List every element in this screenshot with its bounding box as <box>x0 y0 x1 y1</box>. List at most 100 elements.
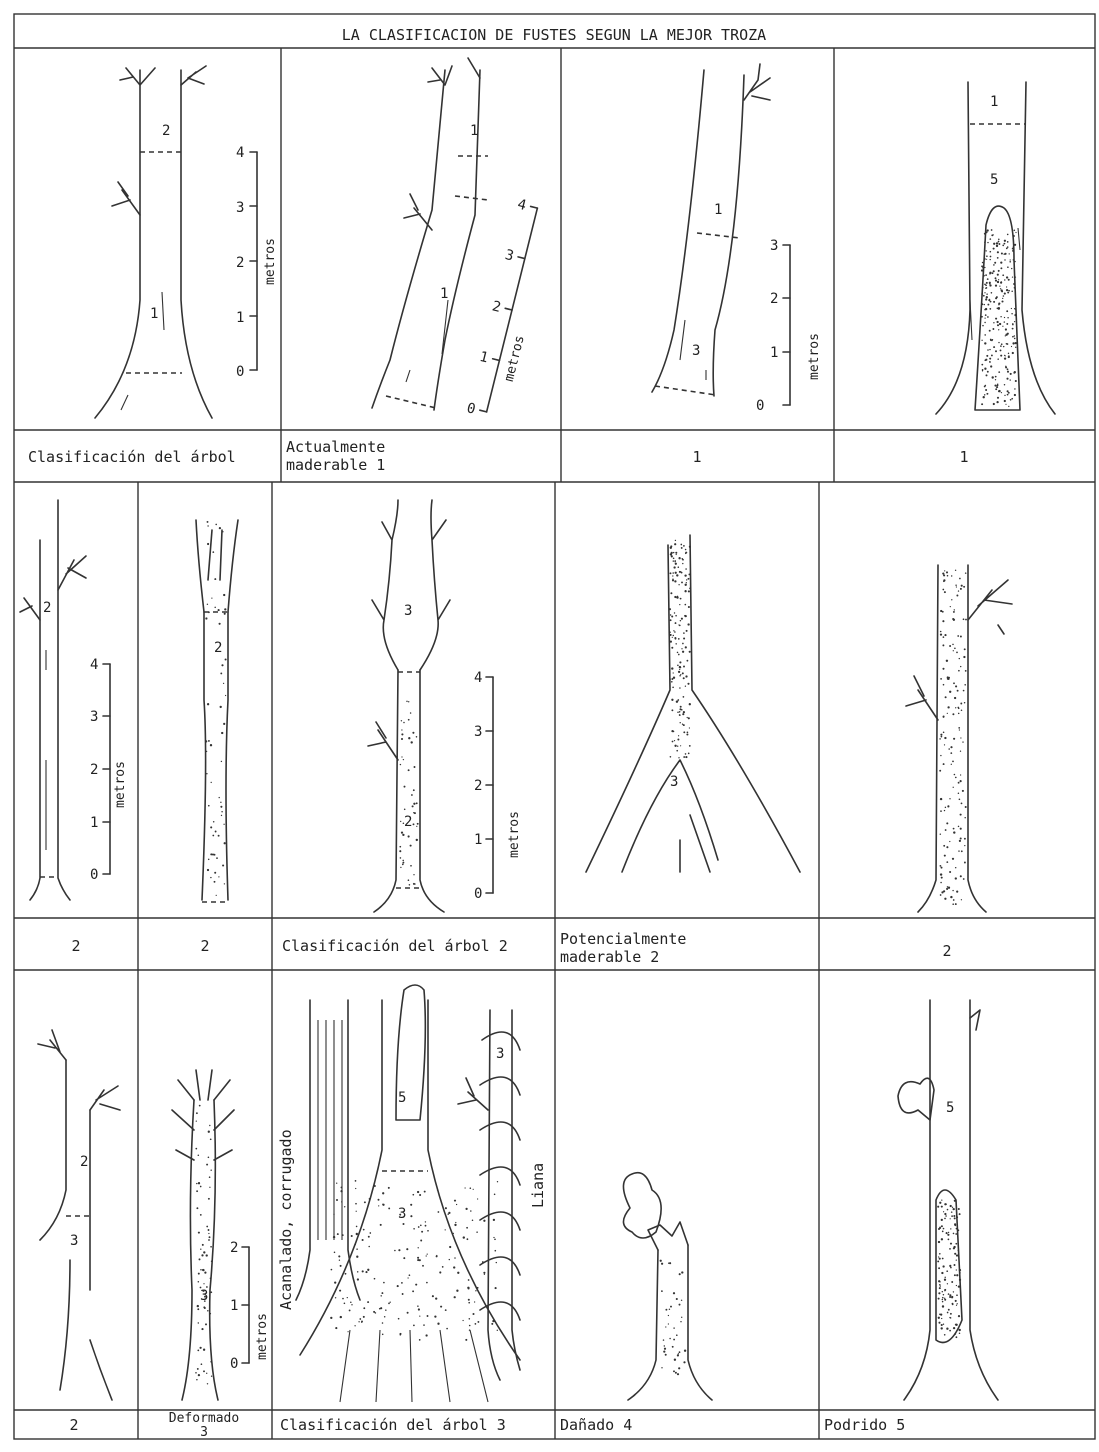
grade-mark: 5 <box>946 1100 954 1116</box>
liana-annotation: Liana <box>529 1163 547 1208</box>
scale-tick: 2 <box>490 298 502 316</box>
scale-bar-4: 4 3 2 1 0 metros <box>90 657 128 883</box>
row1-label-4: 1 <box>959 448 968 466</box>
scale-tick: 1 <box>474 832 482 848</box>
grade-mark: 3 <box>404 603 412 619</box>
scale-tick: 0 <box>236 364 244 380</box>
grade-mark: 3 <box>692 343 700 359</box>
grade-mark: 2 <box>214 640 222 656</box>
row2-label-5: 2 <box>942 942 951 960</box>
bark-stipple <box>669 540 691 759</box>
scale-tick: 3 <box>90 709 98 725</box>
scale-tick: 0 <box>465 400 477 418</box>
tree-3-2: 3 <box>172 1070 234 1400</box>
scale-tick: 4 <box>474 670 482 686</box>
scale-tick: 1 <box>236 310 244 326</box>
tree-2-5 <box>906 565 1012 912</box>
scale-tick: 4 <box>90 657 98 673</box>
fluted-annotation: Acanalado, corrugado <box>277 1129 295 1310</box>
scale-tick: 3 <box>236 200 244 216</box>
tree-3-5: 5 <box>898 1000 998 1400</box>
grade-mark: 3 <box>670 774 678 790</box>
tree-2-1: 2 <box>20 500 86 900</box>
grade-mark: 3 <box>70 1233 78 1249</box>
grade-mark: 1 <box>714 202 722 218</box>
scale-bar-6: 2 1 0 metros <box>230 1240 270 1372</box>
row3-label-5: Podrido 5 <box>824 1416 905 1434</box>
grade-mark: 3 <box>496 1046 504 1062</box>
scale-tick: 2 <box>230 1240 238 1256</box>
scale-unit: metros <box>255 1313 270 1360</box>
tree-1-4: 1 5 <box>936 82 1055 414</box>
grade-mark: 5 <box>990 172 998 188</box>
tree-1-2: 1 1 <box>372 58 488 410</box>
grade-mark: 2 <box>80 1154 88 1170</box>
scale-tick: 3 <box>503 247 515 265</box>
bark-stipple <box>399 701 418 886</box>
grade-mark: 1 <box>150 306 158 322</box>
tree-3-3-rotten: 5 3 <box>300 985 520 1402</box>
scale-tick: 0 <box>474 886 482 902</box>
scale-unit: metros <box>807 333 822 380</box>
table-grid <box>14 14 1095 1439</box>
grade-mark: 2 <box>404 814 412 830</box>
row2-label-2: 2 <box>200 937 209 955</box>
scale-unit: metros <box>263 238 278 285</box>
scale-tick: 1 <box>90 815 98 831</box>
tree-3-4 <box>623 1173 712 1400</box>
row2-label-4b: maderable 2 <box>560 948 659 966</box>
scale-tick: 1 <box>478 349 490 367</box>
row3-label-4: Dañado 4 <box>560 1416 632 1434</box>
grade-mark: 1 <box>470 123 478 139</box>
scale-tick: 2 <box>770 291 778 307</box>
row3-label-3: Clasificación del árbol 3 <box>280 1416 506 1434</box>
grade-mark: 1 <box>440 286 448 302</box>
scale-tick: 0 <box>90 867 98 883</box>
grade-mark: 3 <box>398 1206 406 1222</box>
scale-bar-5: 4 3 2 1 0 metros <box>474 670 522 902</box>
scale-bar-1: 4 3 2 1 0 metros <box>236 145 278 380</box>
scale-tick: 1 <box>230 1298 238 1314</box>
scale-tick: 2 <box>236 255 244 271</box>
row1-label-2a: Actualmente <box>286 438 385 456</box>
scale-tick: 2 <box>474 778 482 794</box>
grade-mark: 5 <box>398 1090 406 1106</box>
tree-1-3: 1 3 <box>652 64 770 396</box>
rot-stipple <box>981 229 1017 407</box>
grade-mark: 2 <box>162 123 170 139</box>
scale-tick: 4 <box>236 145 244 161</box>
scale-tick: 1 <box>770 345 778 361</box>
tree-2-2: 2 <box>196 520 238 902</box>
grade-mark: 1 <box>990 94 998 110</box>
row1-label-1: Clasificación del árbol <box>28 448 236 466</box>
scale-tick: 4 <box>516 196 528 214</box>
scale-tick: 3 <box>770 238 778 254</box>
tree-2-4: 3 <box>586 535 800 872</box>
bark-stipple <box>939 570 967 905</box>
tree-3-3-liana: 3 <box>458 1010 520 1380</box>
row3-label-1: 2 <box>69 1416 78 1434</box>
rot-stipple <box>330 1180 498 1341</box>
grade-mark: 2 <box>43 600 51 616</box>
row2-label-1: 2 <box>71 937 80 955</box>
row3-label-2b: 3 <box>200 1425 208 1440</box>
tree-2-3: 3 2 <box>368 500 450 912</box>
row1-label-2b: maderable 1 <box>286 456 385 474</box>
scale-tick: 0 <box>756 398 764 414</box>
scale-tick: 0 <box>230 1356 238 1372</box>
page-title: LA CLASIFICACION DE FUSTES SEGUN LA MEJO… <box>342 26 766 44</box>
row2-label-3: Clasificación del árbol 2 <box>282 937 508 955</box>
row3-label-2a: Deformado <box>169 1411 239 1426</box>
scale-tick: 2 <box>90 762 98 778</box>
bark-stipple <box>660 1260 687 1376</box>
scale-bar-3: 3 2 1 0 metros <box>756 238 822 414</box>
scale-unit: metros <box>507 811 522 858</box>
row1-label-3: 1 <box>692 448 701 466</box>
scale-unit: metros <box>502 334 528 383</box>
tree-3-1: 2 3 <box>38 1030 120 1400</box>
row2-label-4a: Potencialmente <box>560 930 686 948</box>
tree-1-1: 2 1 <box>95 66 212 418</box>
scale-bar-2: 4 3 2 1 0 metros <box>465 196 560 425</box>
scale-tick: 3 <box>474 724 482 740</box>
